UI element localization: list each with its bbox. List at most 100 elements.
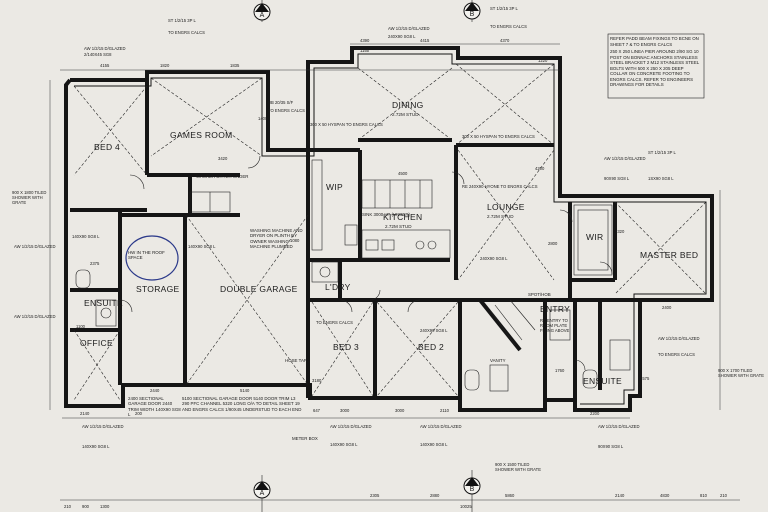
dim-bottom-8: 820 [470,408,478,413]
room-stud-lounge: 2.72M STUD [487,214,514,219]
note-lintel-5b: ST 1/2/15 3P L [490,6,518,11]
note-lintel-5c: ST 1/2/15 3P L [648,150,676,155]
dim-top-7: 1220 [538,58,548,63]
dim-base-3: 2305 [370,493,380,498]
note-lintel-9: 240X90 SG8 L [388,34,416,39]
dim-base-10: 10025 [460,504,472,509]
dim-top-2: 1835 [230,63,240,68]
dim-base-5: 5860 [505,493,515,498]
dim-bottom-6: 3000 [395,408,405,413]
dim-base-0: 210 [64,504,72,509]
dim-base-8: 810 [700,493,708,498]
room-label-master-bed: MASTER BED [640,250,698,260]
note-hw-roof: HW IN THE ROOF SPACE [128,250,165,261]
dim-side-3: 4200 [535,166,545,171]
room-label-bed2: BED 2 [418,342,444,352]
note-lintel-2: 2/140X45 SG8 [84,52,112,57]
entry-stair-rails [489,299,536,346]
note-lintel-4c: AW 1/2/15 D/GLAZED [604,156,646,161]
room-stud-dining: 2.72M STUD [392,112,419,117]
refer-note-box: REFER PADD BEAM FIXINGS TO BCNE ON SHEET… [607,33,705,99]
wip-shelves [311,159,358,251]
room-label-entry: ENTRY [540,304,570,314]
note-lintel-4f: AW 1/2/15 D/GLAZED [420,424,462,429]
room-label-wir: WIR [586,232,603,242]
note-lintel-11: RE 240X90 HYONE TO ENGRS CALCS [462,184,538,189]
room-label-storage: STORAGE [136,284,180,294]
note-lintel-9b: 240X90 SG8 L [480,256,508,261]
dim-bottom-9: 1260 [500,408,510,413]
note-lintel-4b: AW 1/2/15 D/GLAZED [388,26,430,31]
dim-side-9: 1100 [76,324,86,329]
note-lintel-1: 140X90 SG8 L [72,234,100,239]
note-sectional-door: 2400 SECTIONAL GARAGE DOOR 2440 TRIM WID… [128,396,181,417]
dim-top-6: 1155 [360,48,370,53]
dim-base-9: 210 [720,493,728,498]
note-shower-right: 900 X 1700 TILED SHOWER WITH GRATE [718,368,764,379]
note-lintel-6b: TO ENGRS CALCS [490,24,527,29]
dim-side-2: 4500 [398,171,408,176]
room-label-double-garage: DOUBLE GARAGE [220,284,298,294]
note-lintel-6c: TO ENGRS CALCS [316,320,353,325]
section-marker-top-b: B [463,0,481,22]
note-lintel-4: AW 1/2/15 D/GLAZED [84,46,126,51]
note-lintel-6: TO ENGRS CALCS [168,30,205,35]
note-vanity: VANITY [490,358,506,363]
dim-side-6: 2800 [548,241,558,246]
ceiling-hip-lines [73,63,707,401]
dim-top-0: 4155 [100,63,110,68]
note-entry-ceiling: RE ENTRY TO ROOM PLATE FIXING ABOVE [540,318,570,334]
section-marker-bottom-b: B [463,470,481,512]
dim-base-7: 4830 [660,493,670,498]
marker-bottom-a-label: A [260,490,265,497]
dim-base-6: 2140 [615,493,625,498]
laundry-tub [311,261,339,283]
dim-base-2: 1300 [100,504,110,509]
dim-side-4: 2400 [662,305,672,310]
dim-base-4: 2880 [430,493,440,498]
note-lintel-6e: TO ENGRS CALCS [268,108,305,113]
dim-side-1: 1400 [258,116,268,121]
note-washer: WASHER DRYER UNDER [196,174,248,179]
note-lintel-5: ST 1/2/15 3P L [168,18,196,23]
note-lintel-8: 300 X 50 HYSPAN TO ENGRS CALCS [310,122,383,127]
marker-bottom-b-label: B [470,486,475,493]
note-lintel-4i: AW 1/2/15 D/GLAZED [14,244,56,249]
room-label-games-room: GAMES ROOM [170,130,233,140]
note-hose-tap: HOSE TAP [285,358,307,363]
dim-top-1: 1820 [160,63,170,68]
room-label-wip: WIP [326,182,343,192]
section-marker-top-a: A [253,0,271,22]
dim-side-0: 3420 [218,156,228,161]
dim-bottom-0: 2140 [80,411,90,416]
dim-bottom-5: 647 [313,408,321,413]
marker-top-b-label: B [470,11,475,18]
ensuite-left-fixtures [75,269,117,327]
kitchen-bench [361,229,451,259]
room-label-bed3: BED 3 [333,342,359,352]
dim-top-3: 4390 [360,38,370,43]
refer-note-text: REFER PADD BEAM FIXINGS TO BCNE ON SHEET… [610,36,699,47]
note-lintel-3: UB 20/35 S/F [268,100,294,105]
dim-bottom-3: 2440 [150,388,160,393]
interior-walls [70,80,640,400]
note-pantry-sink: SINK 3000 VP (UNDER) [362,212,411,217]
note-lintel-4j: AW 1/2/15 D/GLAZED [14,314,56,319]
dimension-lines [49,43,740,501]
dim-bottom-1: 200 [135,411,143,416]
dim-bottom-11: 2200 [590,411,600,416]
room-label-lounge: LOUNGE [487,202,525,212]
note-washing-machine: WASHING MACHINE AND DRYER ON PLINTH BY O… [250,228,303,249]
note-lintel-1e: 140X90 SG8 L [420,442,448,447]
note-lintel-4h: AW 1/2/15 D/GLAZED [658,336,700,341]
note-garage-door: 5100 SECTIONAL GARAGE DOOR 5140 DOOR TRI… [182,396,302,412]
note-lintel-9c: 240X90 SG8 L [420,328,448,333]
room-label-bed4: BED 4 [94,142,120,152]
note-shower-left: 900 X 1800 TILED SHOWER WITH GRATE [12,190,47,206]
games-room-robe [189,191,231,213]
note-spot-hob: SPOT/HOB [528,292,551,297]
room-label-ensuite-left: ENSUITE [84,298,123,308]
dim-bottom-7: 2110 [440,408,450,413]
room-label-dining: DINING [392,100,424,110]
